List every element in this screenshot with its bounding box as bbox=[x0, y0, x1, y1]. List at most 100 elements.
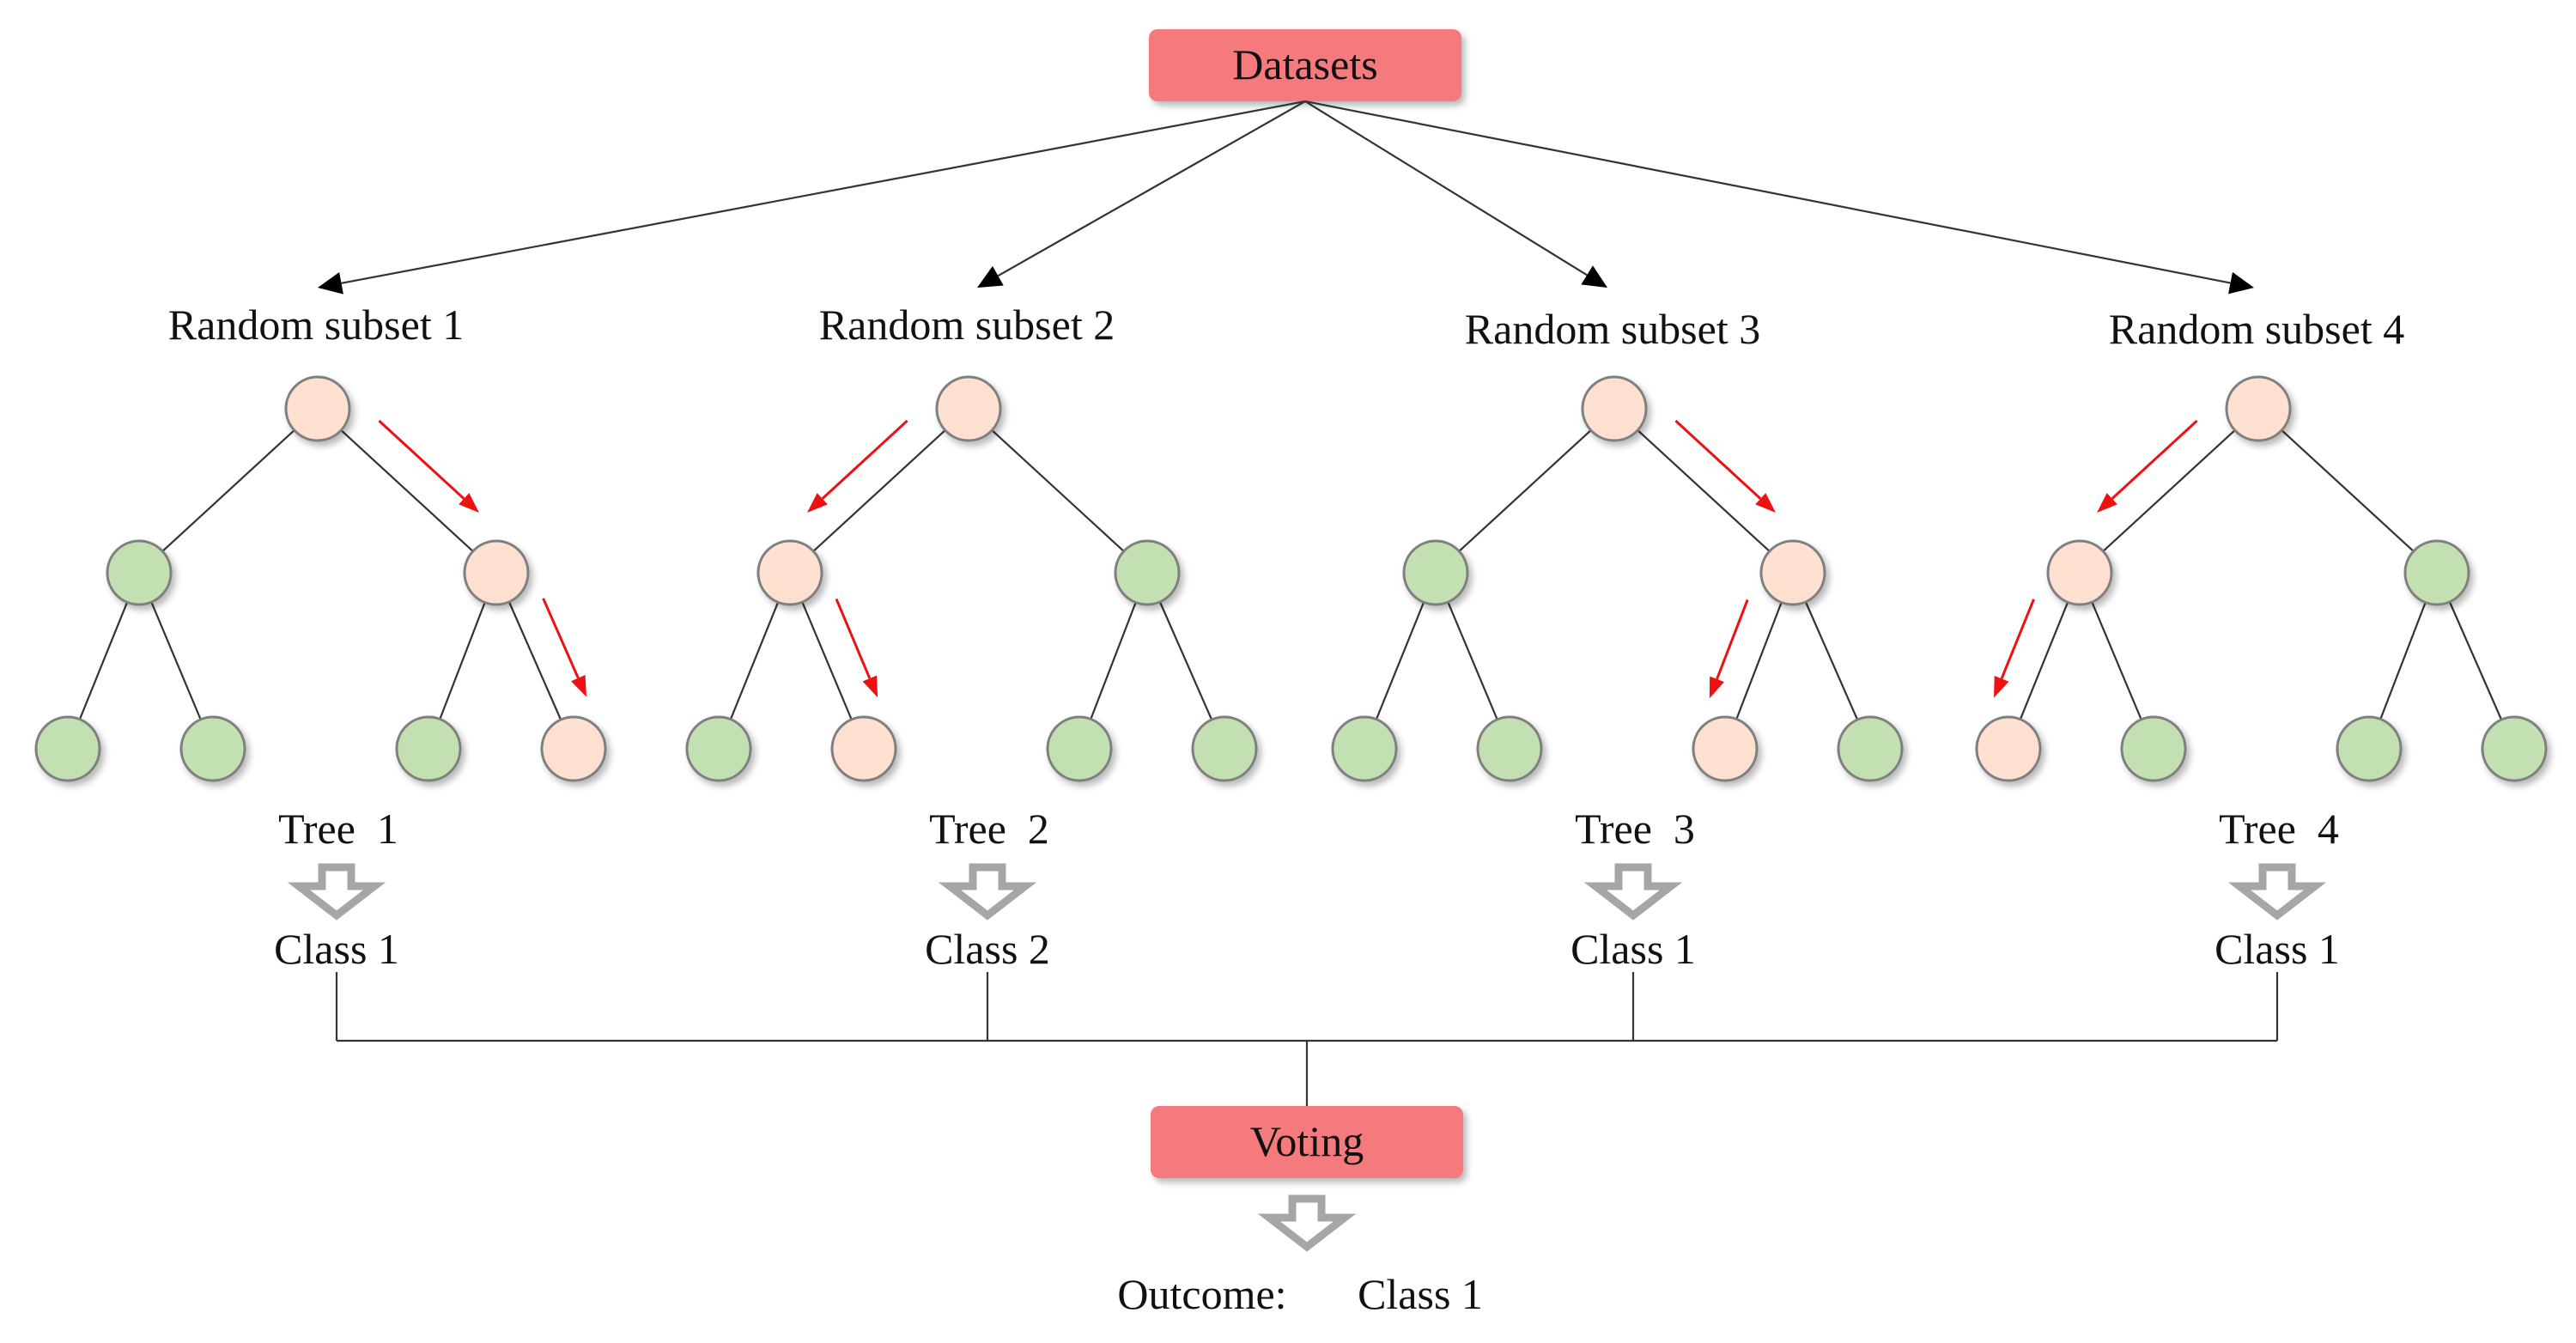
right-child-node bbox=[463, 539, 530, 606]
leaf-node bbox=[34, 715, 101, 782]
leaf-node bbox=[830, 715, 897, 782]
tree-edge bbox=[2019, 601, 2069, 720]
tree-edge bbox=[1637, 429, 1771, 552]
subset-label: Random subset 1 bbox=[168, 301, 464, 349]
subset-label: Random subset 4 bbox=[2109, 305, 2404, 353]
path-arrow-2 bbox=[835, 598, 878, 698]
fanout-arrowhead-2 bbox=[977, 265, 1004, 288]
voting-to-outcome-arrow bbox=[1257, 1194, 1357, 1252]
tree-edge bbox=[507, 601, 562, 720]
voting-label: Voting bbox=[1250, 1117, 1364, 1165]
tree-to-class-arrow bbox=[2227, 863, 2327, 921]
voting-pill bbox=[1151, 1106, 1463, 1178]
voting-node: Voting bbox=[1151, 1106, 1463, 1178]
dataset-to-subset-arrows bbox=[318, 100, 2254, 295]
outcome-line: Outcome: Class 1 bbox=[1117, 1270, 1483, 1318]
outcome-label: Outcome: bbox=[1117, 1270, 1286, 1318]
tree-edge bbox=[1447, 601, 1498, 720]
right-child-node bbox=[1114, 539, 1181, 606]
leaf-node bbox=[2120, 715, 2187, 782]
tree-edge bbox=[161, 429, 295, 552]
tree-label: Tree 2 bbox=[929, 805, 1049, 853]
left-child-node bbox=[2046, 539, 2113, 606]
class-label: Class 1 bbox=[1571, 925, 1696, 973]
left-child-node bbox=[1402, 539, 1469, 606]
tree-4: Random subset 4 Tree 4 Class 1 bbox=[1975, 305, 2548, 973]
root-node bbox=[284, 375, 351, 442]
class-label: Class 1 bbox=[274, 925, 399, 973]
root-node bbox=[1581, 375, 1648, 442]
leaf-node bbox=[1331, 715, 1398, 782]
fanout-arrowhead-3 bbox=[1581, 265, 1607, 288]
tree-edge bbox=[1375, 601, 1425, 720]
right-child-node bbox=[2403, 539, 2470, 606]
leaf-node bbox=[2481, 715, 2548, 782]
leaf-node bbox=[1191, 715, 1258, 782]
tree-edge bbox=[991, 429, 1125, 552]
tree-edge bbox=[2102, 429, 2236, 552]
tree-label: Tree 1 bbox=[278, 805, 398, 853]
tree-edge bbox=[1735, 602, 1783, 720]
left-child-node bbox=[106, 539, 173, 606]
path-arrow-2 bbox=[542, 598, 586, 697]
tree-edge bbox=[729, 601, 780, 720]
fanout-line-2 bbox=[997, 100, 1306, 277]
root-node bbox=[935, 375, 1002, 442]
tree-edge bbox=[78, 601, 129, 720]
path-arrow-2 bbox=[1994, 599, 2035, 698]
tree-label: Tree 3 bbox=[1575, 805, 1695, 853]
leaf-node bbox=[1476, 715, 1543, 782]
path-arrow-1 bbox=[807, 419, 908, 513]
subset-label: Random subset 3 bbox=[1465, 305, 1760, 353]
leaf-node bbox=[1837, 715, 1904, 782]
fanout-line-3 bbox=[1304, 100, 1588, 276]
tree-1: Random subset 1 Tree 1 Class 1 bbox=[34, 301, 607, 973]
fanout-line-4 bbox=[1304, 100, 2231, 284]
tree-edge bbox=[2091, 601, 2142, 720]
tree-edge bbox=[1158, 601, 1213, 720]
tree-edge bbox=[2281, 429, 2415, 552]
tree-to-class-arrow bbox=[938, 863, 1037, 921]
outcome-value: Class 1 bbox=[1358, 1270, 1483, 1318]
datasets-label: Datasets bbox=[1232, 40, 1377, 88]
path-arrow-1 bbox=[2097, 419, 2198, 513]
tree-to-class-arrow bbox=[287, 863, 386, 921]
tree-edge bbox=[801, 601, 853, 720]
leaf-node bbox=[179, 715, 246, 782]
class-label: Class 2 bbox=[925, 925, 1050, 973]
path-arrow-2 bbox=[1709, 599, 1749, 699]
tree-edge bbox=[340, 429, 474, 552]
leaf-node bbox=[1975, 715, 2042, 782]
leaf-node bbox=[540, 715, 607, 782]
fanout-arrowhead-1 bbox=[318, 272, 343, 295]
tree-edge bbox=[150, 601, 202, 720]
tree-edge bbox=[1804, 601, 1859, 720]
voting-connector bbox=[335, 972, 2279, 1106]
leaf-node bbox=[2336, 715, 2403, 782]
fanout-arrowhead-4 bbox=[2228, 271, 2254, 295]
right-child-node bbox=[1759, 539, 1826, 606]
class-label: Class 1 bbox=[2215, 925, 2340, 973]
root-node bbox=[2225, 375, 2292, 442]
tree-edge bbox=[812, 429, 946, 552]
tree-label: Tree 4 bbox=[2219, 805, 2339, 853]
left-child-node bbox=[756, 539, 823, 606]
datasets-node: Datasets bbox=[1149, 29, 1461, 101]
tree-edge bbox=[2448, 601, 2503, 720]
leaf-node bbox=[1692, 715, 1759, 782]
tree-edge bbox=[1458, 429, 1592, 552]
tree-edge bbox=[439, 602, 486, 720]
fanout-line-1 bbox=[341, 100, 1306, 284]
tree-3: Random subset 3 Tree 3 Class 1 bbox=[1331, 305, 1904, 973]
outcome-down-arrow bbox=[1257, 1194, 1357, 1252]
leaf-node bbox=[1046, 715, 1113, 782]
leaf-node bbox=[685, 715, 752, 782]
leaf-node bbox=[395, 715, 462, 782]
tree-edge bbox=[2379, 602, 2427, 720]
datasets-pill bbox=[1149, 29, 1461, 101]
subset-label: Random subset 2 bbox=[819, 301, 1115, 349]
tree-2: Random subset 2 Tree 2 Class 2 bbox=[685, 301, 1258, 973]
path-arrow-1 bbox=[378, 419, 479, 513]
